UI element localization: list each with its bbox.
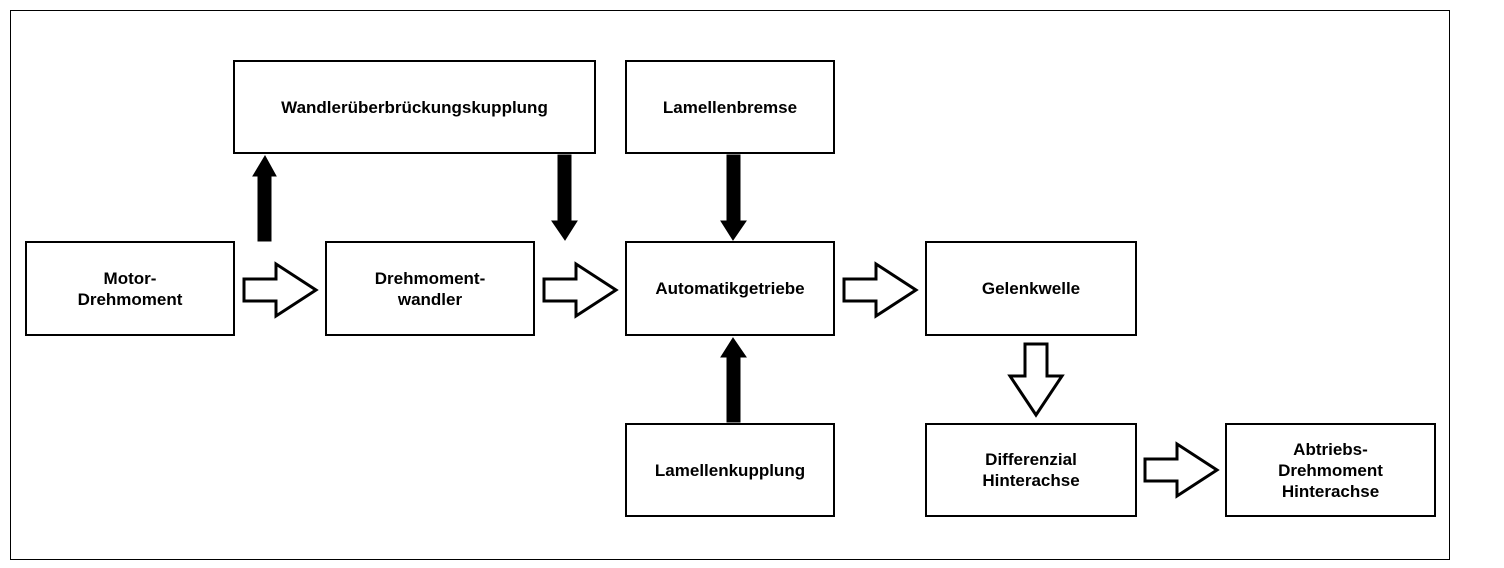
solid-arrow-bremse-to-getriebe [720, 154, 747, 241]
block-differenzial-hinterachse: Differenzial Hinterachse [925, 423, 1137, 517]
solid-arrow-kupplung-to-getriebe [720, 337, 747, 423]
hollow-arrow-gelenkwelle-to-differenzial [1007, 342, 1065, 418]
hollow-arrow-motor-to-wandler [242, 261, 319, 319]
block-automatikgetriebe: Automatikgetriebe [625, 241, 835, 336]
block-drehmomentwandler: Drehmoment- wandler [325, 241, 535, 336]
hollow-arrow-differenzial-to-abtrieb [1143, 441, 1220, 499]
hollow-arrow-getriebe-to-gelenkwelle [842, 261, 919, 319]
block-lamellenbremse: Lamellenbremse [625, 60, 835, 154]
block-gelenkwelle: Gelenkwelle [925, 241, 1137, 336]
block-wandlerueberbrueckungskupplung: Wandlerüberbrückungskupplung [233, 60, 596, 154]
solid-arrow-up-to-wuk [252, 154, 277, 242]
block-lamellenkupplung: Lamellenkupplung [625, 423, 835, 517]
diagram-frame [10, 10, 1450, 560]
solid-arrow-wuk-to-wandler [551, 154, 578, 241]
block-motor-drehmoment: Motor- Drehmoment [25, 241, 235, 336]
hollow-arrow-wandler-to-getriebe [542, 261, 619, 319]
block-abtriebs-drehmoment: Abtriebs- Drehmoment Hinterachse [1225, 423, 1436, 517]
